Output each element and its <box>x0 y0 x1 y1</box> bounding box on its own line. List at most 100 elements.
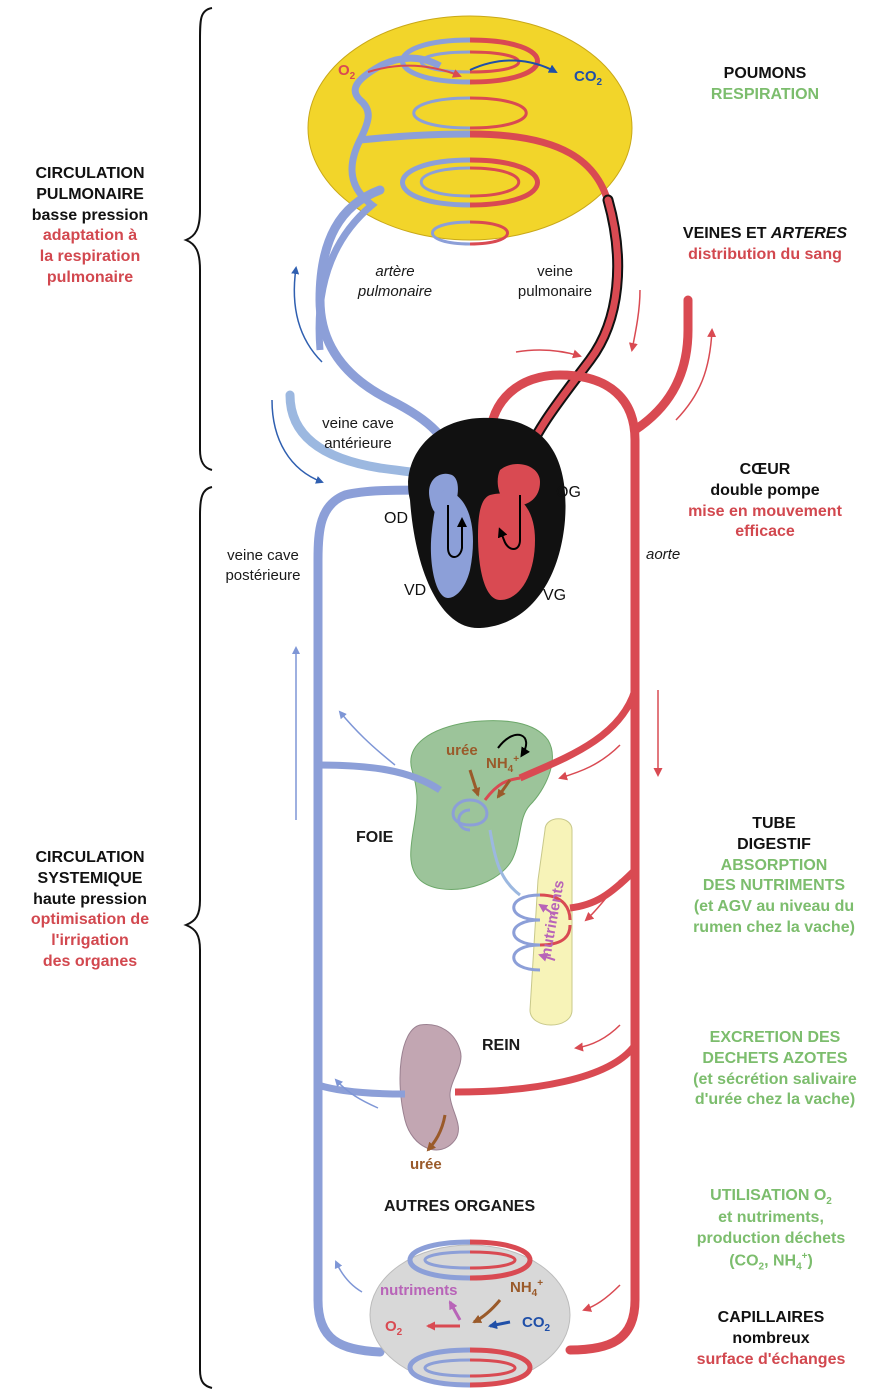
systemic-circulation-label: CIRCULATION SYSTEMIQUE haute pression op… <box>2 848 178 973</box>
gut-function-2: DES NUTRIMENTS <box>676 876 872 897</box>
heart-subtitle: double pompe <box>675 481 855 502</box>
liver-nh4-sub: 4 <box>508 764 514 775</box>
excretion-function-2: DECHETS AZOTES <box>672 1049 878 1070</box>
pulmonary-circulation-label: CIRCULATION PULMONAIRE basse pression ad… <box>2 164 178 289</box>
excretion-note-1: (et sécrétion salivaire <box>672 1070 878 1091</box>
liver-nh4-label: NH4+ <box>486 754 519 775</box>
organ-co2-sub: 2 <box>545 1323 551 1334</box>
kidney-label: REIN <box>482 1036 520 1057</box>
organs-fn-l4a: (CO <box>729 1252 758 1269</box>
pulmonary-artery-label: artère pulmonaire <box>340 262 450 301</box>
excretion-note-2: d'urée chez la vache) <box>672 1090 878 1111</box>
pulmonary-subtitle: basse pression <box>2 206 178 227</box>
heart-function-2: efficace <box>675 522 855 543</box>
aorta-label-text: aorte <box>646 545 680 565</box>
organs-fn-l4c: ) <box>807 1252 812 1269</box>
pulmonary-title-1: CIRCULATION <box>2 164 178 185</box>
capillaries-title: CAPILLAIRES <box>676 1308 866 1329</box>
pulmonary-title-2: PULMONAIRE <box>2 185 178 206</box>
gut-note-2: rumen chez la vache) <box>676 918 872 939</box>
capillaries-function: surface d'échanges <box>676 1350 866 1371</box>
vca-label-1: veine cave <box>308 414 408 434</box>
vessels-title-italic: ARTERES <box>771 225 847 242</box>
lung-o2-text: O <box>338 62 350 79</box>
heart-title: CŒUR <box>675 460 855 481</box>
aorta-head-branch <box>635 300 688 430</box>
lungs-label: POUMONS RESPIRATION <box>690 64 840 106</box>
pulmonary-note-3: pulmonaire <box>2 268 178 289</box>
systemic-title-1: CIRCULATION <box>2 848 178 869</box>
lung-co2-label: CO2 <box>574 68 602 88</box>
lung-co2-sub: 2 <box>597 77 603 88</box>
liver-nh4-text: NH <box>486 755 508 772</box>
vcp-label-1: veine cave <box>208 546 318 566</box>
vena-cava-posterior-label: veine cave postérieure <box>208 546 318 585</box>
heart-function-1: mise en mouvement <box>675 502 855 523</box>
organs-fn-line-3: production déchets <box>676 1229 866 1250</box>
heart-label: CŒUR double pompe mise en mouvement effi… <box>675 460 855 543</box>
vessels-label: VEINES ET ARTERES distribution du sang <box>650 224 880 266</box>
systemic-note-1: optimisation de <box>2 910 178 931</box>
og-label: OG <box>556 484 581 502</box>
organs-fn-l4b: , NH <box>764 1252 796 1269</box>
organ-o2-label: O2 <box>385 1318 402 1338</box>
pulmonary-artery-label-1: artère <box>340 262 450 282</box>
kidney-urea-label: urée <box>410 1156 442 1173</box>
vessels-title: VEINES ET ARTERES <box>650 224 880 245</box>
organs-function-label: UTILISATION O2 et nutriments, production… <box>676 1186 866 1273</box>
gut-function-1: ABSORPTION <box>676 856 872 877</box>
lungs-function: RESPIRATION <box>690 85 840 106</box>
capillaries-label: CAPILLAIRES nombreux surface d'échanges <box>676 1308 866 1370</box>
organs-fn-l4-sub2: 4 <box>796 1261 802 1272</box>
gut-note-1: (et AGV au niveau du <box>676 897 872 918</box>
vcp-label-2: postérieure <box>208 566 318 586</box>
gut-title-1: TUBE <box>676 814 872 835</box>
organs-fn-line-2: et nutriments, <box>676 1208 866 1229</box>
systemic-subtitle: haute pression <box>2 890 178 911</box>
systemic-title-2: SYSTEMIQUE <box>2 869 178 890</box>
organ-o2-text: O <box>385 1318 397 1335</box>
systemic-note-2: l'irrigation <box>2 931 178 952</box>
organ-co2-text: CO <box>522 1314 545 1331</box>
vessels-function: distribution du sang <box>650 245 880 266</box>
liver-nh4-sup: + <box>513 754 519 765</box>
capillaries-subtitle: nombreux <box>676 1329 866 1350</box>
lungs-title: POUMONS <box>690 64 840 85</box>
systemic-brace <box>186 487 212 1388</box>
organ-nh4-text: NH <box>510 1279 532 1296</box>
organ-nutrients-label: nutriments <box>380 1282 458 1299</box>
liver-urea-label: urée <box>446 742 478 759</box>
lung-co2-text: CO <box>574 68 597 85</box>
vca-label-2: antérieure <box>308 434 408 454</box>
gut-title-2: DIGESTIF <box>676 835 872 856</box>
systemic-note-3: des organes <box>2 952 178 973</box>
lung-o2-label: O2 <box>338 62 355 82</box>
pulmonary-brace <box>186 8 212 470</box>
aorta-label: aorte <box>646 545 680 565</box>
kidney-shape <box>400 1025 461 1150</box>
lung-o2-sub: 2 <box>350 71 356 82</box>
organ-nh4-sup: + <box>537 1278 543 1289</box>
pulmonary-note-1: adaptation à <box>2 226 178 247</box>
vd-label: VD <box>404 582 426 600</box>
pulmonary-vein-label-2: pulmonaire <box>500 282 610 302</box>
liver-label: FOIE <box>356 828 393 849</box>
vessels-title-prefix: VEINES ET <box>683 225 771 242</box>
other-organs-label: AUTRES ORGANES <box>384 1197 535 1218</box>
organ-o2-sub: 2 <box>397 1327 403 1338</box>
organ-co2-label: CO2 <box>522 1314 550 1334</box>
pulmonary-artery-label-2: pulmonaire <box>340 282 450 302</box>
organs-fn-line-1: UTILISATION O2 <box>676 1186 866 1208</box>
pulmonary-vein-label-1: veine <box>500 262 610 282</box>
excretion-function-1: EXCRETION DES <box>672 1028 878 1049</box>
organs-fn-line-4: (CO2, NH4+) <box>676 1250 866 1274</box>
organs-fn-line-1-sub: 2 <box>826 1196 832 1207</box>
vena-cava-anterior-label: veine cave antérieure <box>308 414 408 453</box>
od-label: OD <box>384 510 408 528</box>
renal-vein <box>318 1085 405 1094</box>
vg-label: VG <box>543 587 566 605</box>
gut-label: TUBE DIGESTIF ABSORPTION DES NUTRIMENTS … <box>676 814 872 939</box>
organ-nh4-label: NH4+ <box>510 1278 543 1299</box>
organ-nh4-sub: 4 <box>532 1288 538 1299</box>
pulmonary-note-2: la respiration <box>2 247 178 268</box>
